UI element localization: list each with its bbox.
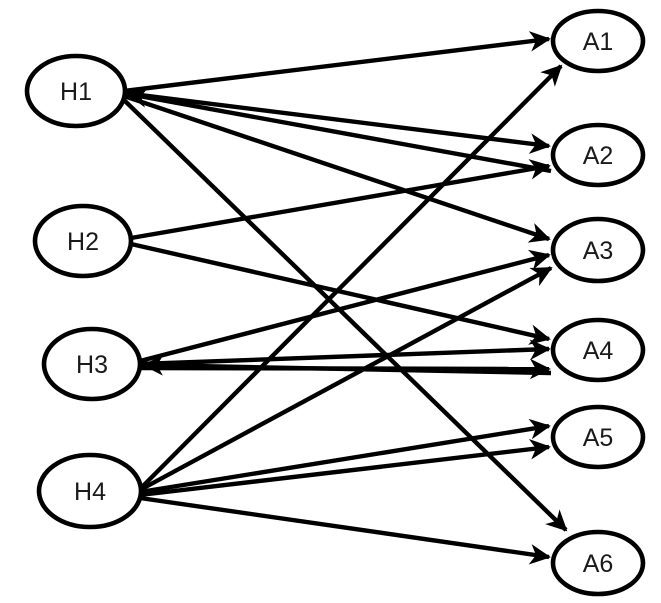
edges-layer [122, 31, 568, 565]
edge-h1-a1 [123, 31, 551, 94]
node-a1[interactable]: A1 [550, 8, 646, 74]
right-node-column: A1 A2 A3 A4 A5 A6 [550, 8, 646, 597]
node-a6-label: A6 [583, 550, 614, 578]
node-h2-label: H2 [67, 228, 99, 256]
edge-h2-a2 [130, 159, 551, 241]
edge-h2-a4 [130, 241, 551, 345]
node-a4-ellipse[interactable] [550, 317, 646, 383]
node-h3[interactable]: H3 [41, 326, 143, 402]
node-a2[interactable]: A2 [550, 122, 646, 188]
node-h3-label: H3 [76, 351, 108, 379]
node-h4-ellipse[interactable] [36, 452, 144, 530]
node-h2[interactable]: H2 [32, 203, 134, 279]
node-a6[interactable]: A6 [550, 529, 646, 597]
node-a1-label: A1 [583, 28, 614, 56]
node-a2-label: A2 [583, 142, 614, 170]
edge-h4-a1 [138, 64, 563, 491]
edge-h1-a2 [123, 90, 551, 154]
node-h2-ellipse[interactable] [32, 203, 134, 279]
node-a5-ellipse[interactable] [550, 404, 646, 470]
node-a4[interactable]: A4 [550, 317, 646, 383]
node-h1[interactable]: H1 [24, 53, 128, 129]
node-a5-label: A5 [583, 424, 614, 452]
node-a3[interactable]: A3 [550, 216, 646, 284]
node-a1-ellipse[interactable] [550, 8, 646, 74]
node-h1-label: H1 [60, 78, 92, 106]
edge-into-h3 [142, 355, 552, 376]
edge-h1-a3 [123, 93, 551, 243]
edge-h3-a4-upper [139, 339, 551, 367]
node-a3-ellipse[interactable] [550, 216, 646, 284]
edge-h3-a3 [139, 249, 551, 364]
node-a5[interactable]: A5 [550, 404, 646, 470]
left-node-column: H1 H2 H3 H4 [24, 53, 144, 530]
node-a4-label: A4 [583, 337, 614, 365]
edge-h4-a5-upper [139, 418, 551, 495]
node-a3-label: A3 [583, 237, 614, 265]
node-a2-ellipse[interactable] [550, 122, 646, 188]
node-a6-ellipse[interactable] [550, 529, 646, 597]
edge-h1-a6 [122, 98, 568, 532]
edge-into-h1 [126, 87, 552, 174]
node-h4[interactable]: H4 [36, 452, 144, 530]
node-h1-ellipse[interactable] [24, 53, 128, 129]
edge-h4-a5-lower [139, 438, 551, 498]
node-h4-label: H4 [74, 478, 106, 506]
node-h3-ellipse[interactable] [41, 326, 143, 402]
edge-h4-a6 [139, 495, 551, 565]
edge-h4-a3 [138, 266, 553, 492]
